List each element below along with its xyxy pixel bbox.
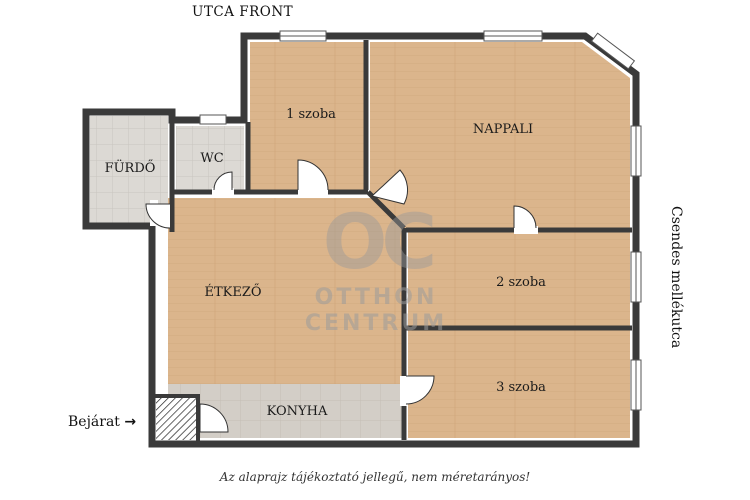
label-furdo: FÜRDŐ: [105, 159, 156, 176]
label-konyha: KONYHA: [267, 404, 328, 419]
label-szoba3: 3 szoba: [496, 380, 546, 395]
door-wc: [213, 171, 233, 191]
entrance-label: Bejárat →: [68, 414, 136, 430]
window-nappali-corner: [590, 32, 636, 70]
door-1-szoba: [297, 159, 329, 191]
watermark: OC OTTHON CENTRUM: [305, 197, 447, 336]
wc-floor: [176, 126, 244, 190]
floors: [90, 42, 630, 440]
watermark-line1: OTTHON: [315, 285, 438, 310]
street-side-label: Csendes mellékutca: [668, 206, 684, 349]
szoba3-floor: [408, 330, 630, 438]
door-entry: [199, 403, 229, 433]
door-3-szoba: [405, 375, 435, 405]
entry-box: [154, 394, 200, 442]
door-furdo: [145, 203, 171, 229]
doors: [145, 159, 538, 433]
room-labels: FÜRDŐ WC 1 szoba NAPPALI ÉTKEZŐ 2 szoba …: [105, 107, 547, 419]
street-top-label: UTCA FRONT: [192, 4, 294, 20]
door-nappali: [370, 169, 409, 205]
nappali-floor: [370, 42, 630, 228]
label-wc: WC: [200, 151, 223, 166]
windows: [199, 30, 642, 411]
watermark-line2: CENTRUM: [305, 311, 447, 336]
label-nappali: NAPPALI: [473, 122, 533, 137]
entrance-text: Bejárat: [68, 414, 120, 430]
arrow-right-icon: →: [124, 414, 137, 430]
szoba2-floor: [408, 232, 630, 326]
watermark-logo: OC: [323, 197, 433, 286]
door-2-szoba: [513, 205, 537, 229]
window-wc: [199, 114, 227, 125]
label-szoba1: 1 szoba: [286, 107, 336, 122]
etkezo-floor: [168, 198, 404, 384]
entry-hatch: [156, 398, 196, 440]
disclaimer-note: Az alaprajz tájékoztató jellegű, nem mér…: [219, 470, 531, 484]
label-etkezo: ÉTKEZŐ: [204, 284, 261, 300]
label-szoba2: 2 szoba: [496, 275, 546, 290]
